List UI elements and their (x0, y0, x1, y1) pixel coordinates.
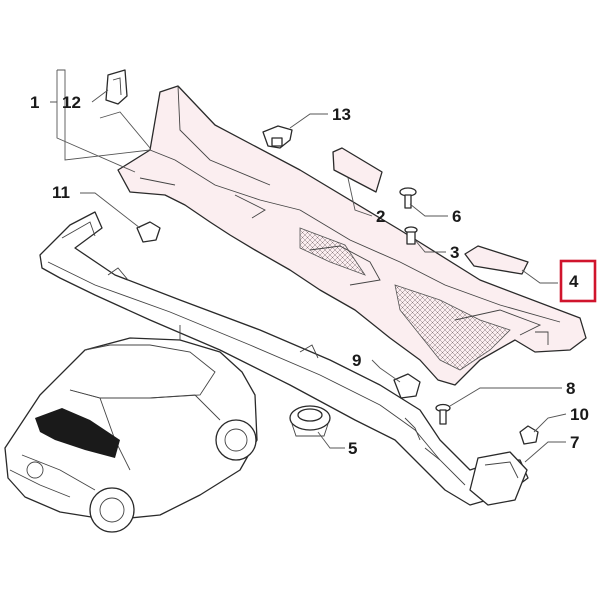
cowl-mesh-left (299, 227, 367, 276)
callout-4: 4 (569, 272, 579, 291)
screw-8 (435, 403, 451, 425)
bracket-7 (469, 451, 528, 506)
seal-4 (464, 245, 529, 275)
cowl-mesh-right (394, 284, 511, 371)
callout-10: 10 (570, 405, 589, 424)
callout-7: 7 (570, 433, 579, 452)
callout-1: 1 (30, 93, 39, 112)
car-cowl-highlight (35, 408, 120, 458)
screw-3 (404, 226, 418, 245)
callout-2: 2 (376, 207, 385, 226)
nut-10 (519, 425, 539, 445)
seal-2 (332, 147, 383, 193)
screw-6 (399, 187, 417, 209)
callout-9: 9 (352, 351, 361, 370)
bracket-12 (105, 69, 128, 105)
clip-11 (136, 221, 161, 243)
callout-12: 12 (62, 93, 81, 112)
callouts: 1 12 13 11 2 6 3 4 9 8 10 5 7 (30, 93, 589, 458)
grommet-5 (289, 405, 331, 437)
callout-4-highlight (559, 259, 597, 303)
callout-8: 8 (566, 379, 575, 398)
lower-seal-strip (39, 211, 529, 506)
callout-11: 11 (52, 183, 70, 202)
car-illustration (4, 325, 258, 533)
leader-lines (50, 69, 567, 463)
cowl-panel (117, 85, 587, 386)
callout-13: 13 (332, 105, 351, 124)
callout-3: 3 (450, 243, 459, 262)
clip-13 (262, 125, 293, 149)
callout-5: 5 (348, 439, 357, 458)
callout-6: 6 (452, 207, 461, 226)
clip-9 (393, 373, 421, 399)
